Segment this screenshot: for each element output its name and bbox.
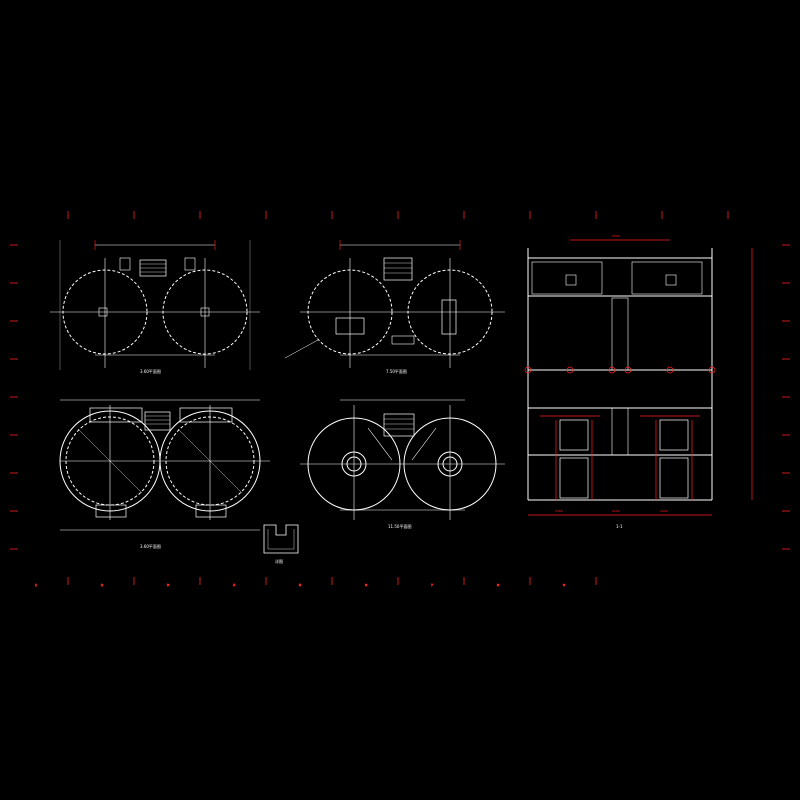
section-dimension-lines [524, 239, 753, 516]
plan-bottom-middle [300, 399, 505, 520]
ruler-mark-label: 2 [101, 583, 103, 587]
ruler-mark-label: 1 [35, 583, 37, 587]
label-detail: 详图 [275, 558, 283, 564]
label-section: 1-1 [616, 524, 623, 529]
label-plan-top-left: 3.60平面图 [140, 368, 161, 374]
ruler-mark-label: 9 [563, 583, 565, 587]
ruler-mark-label: 6 [365, 583, 367, 587]
bottom-ruler: 1 2 3 4 5 6 7 8 9 [35, 577, 597, 587]
dim-bottom-left: 2400 [555, 509, 563, 513]
ruler-mark-label: 8 [497, 583, 499, 587]
dim-bottom-right: 2400 [660, 509, 668, 513]
section-view [527, 248, 713, 501]
plan-top-middle [284, 244, 505, 368]
ruler-mark-label: 7 [431, 583, 433, 587]
plan-top-left [50, 240, 260, 370]
ruler-mark-label: 4 [233, 583, 235, 587]
plan-axis-marks [94, 240, 461, 250]
plan-bottom-left [59, 399, 270, 531]
detail-section [263, 524, 299, 554]
right-ruler [782, 244, 790, 550]
top-ruler [67, 211, 729, 219]
label-plan-bottom-middle: 11.50平面图 [388, 523, 411, 529]
ruler-mark-label: 5 [299, 583, 301, 587]
ruler-mark-label: 3 [167, 583, 169, 587]
left-ruler [10, 244, 18, 550]
label-plan-bottom-left: 3.60平面图 [140, 543, 161, 549]
dim-bottom-mid: 2100 [612, 509, 620, 513]
label-plan-top-middle: 7.50平面图 [386, 368, 407, 374]
dim-top-width: 7500 [612, 234, 620, 238]
